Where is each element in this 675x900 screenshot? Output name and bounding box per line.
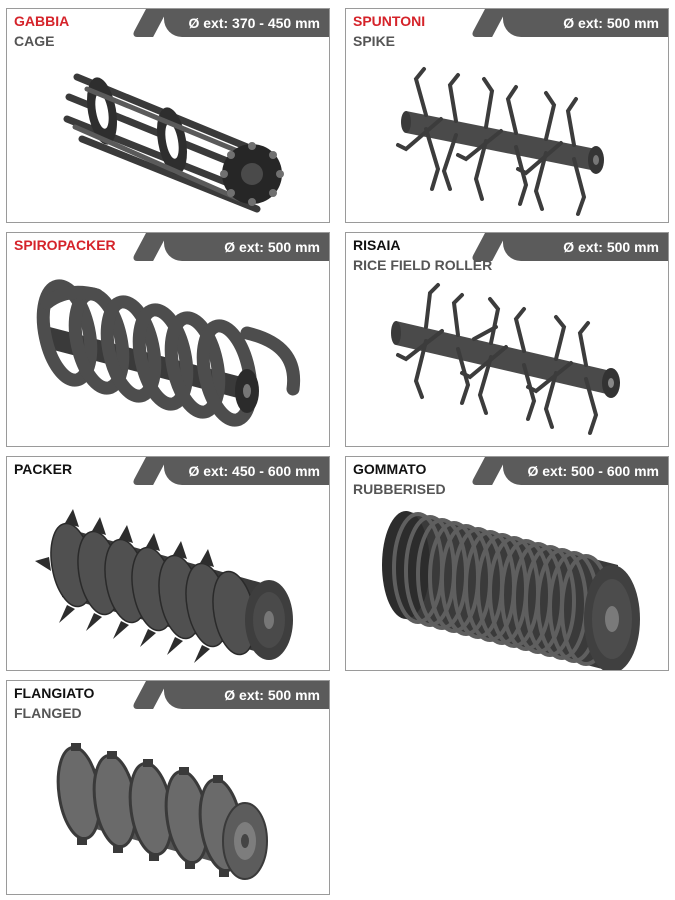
roller-subtitle: RUBBERISED — [353, 481, 446, 497]
diameter-tab: Ø ext: 450 - 600 mm — [164, 457, 329, 485]
roller-card-packer: Ø ext: 450 - 600 mm PACKER — [6, 456, 330, 671]
roller-name: GABBIA — [14, 13, 70, 29]
cage-roller-image — [63, 73, 284, 213]
packer-roller-image — [35, 509, 293, 663]
diameter-tab: Ø ext: 370 - 450 mm — [164, 9, 329, 37]
diameter-tab: Ø ext: 500 mm — [503, 233, 668, 261]
roller-name: FLANGIATO — [14, 685, 95, 701]
roller-subtitle: SPIKE — [353, 33, 396, 49]
roller-card-risaia: Ø ext: 500 mm RISAIA RICE FIELD ROLLER — [345, 232, 669, 447]
roller-name: PACKER — [14, 461, 73, 477]
roller-name: RISAIA — [353, 237, 401, 253]
roller-card-spiropacker: Ø ext: 500 mm SPIROPACKER — [6, 232, 330, 447]
roller-card-gommato: Ø ext: 500 - 600 mm GOMMATO RUBBERISED — [345, 456, 669, 671]
flanged-roller-image — [56, 743, 268, 880]
diameter-tab: Ø ext: 500 mm — [164, 233, 329, 261]
roller-subtitle: RICE FIELD ROLLER — [353, 257, 493, 273]
roller-card-gabbia: Ø ext: 370 - 450 mm GABBIA CAGE — [6, 8, 330, 223]
diameter-tab: Ø ext: 500 - 600 mm — [503, 457, 668, 485]
roller-subtitle: FLANGED — [14, 705, 82, 721]
diameter-tab: Ø ext: 500 mm — [164, 681, 329, 709]
rubberised-roller-image — [382, 511, 640, 670]
roller-subtitle: CAGE — [14, 33, 55, 49]
roller-name: SPUNTONI — [353, 13, 426, 29]
spiropacker-roller-image — [36, 279, 301, 427]
roller-name: SPIROPACKER — [14, 237, 116, 253]
roller-card-spuntoni: Ø ext: 500 mm SPUNTONI SPIKE — [345, 8, 669, 223]
diameter-tab: Ø ext: 500 mm — [503, 9, 668, 37]
roller-card-flangiato: Ø ext: 500 mm FLANGIATO FLANGED — [6, 680, 330, 895]
roller-name: GOMMATO — [353, 461, 427, 477]
rice-field-roller-image — [391, 283, 620, 435]
spike-roller-image — [396, 67, 604, 216]
